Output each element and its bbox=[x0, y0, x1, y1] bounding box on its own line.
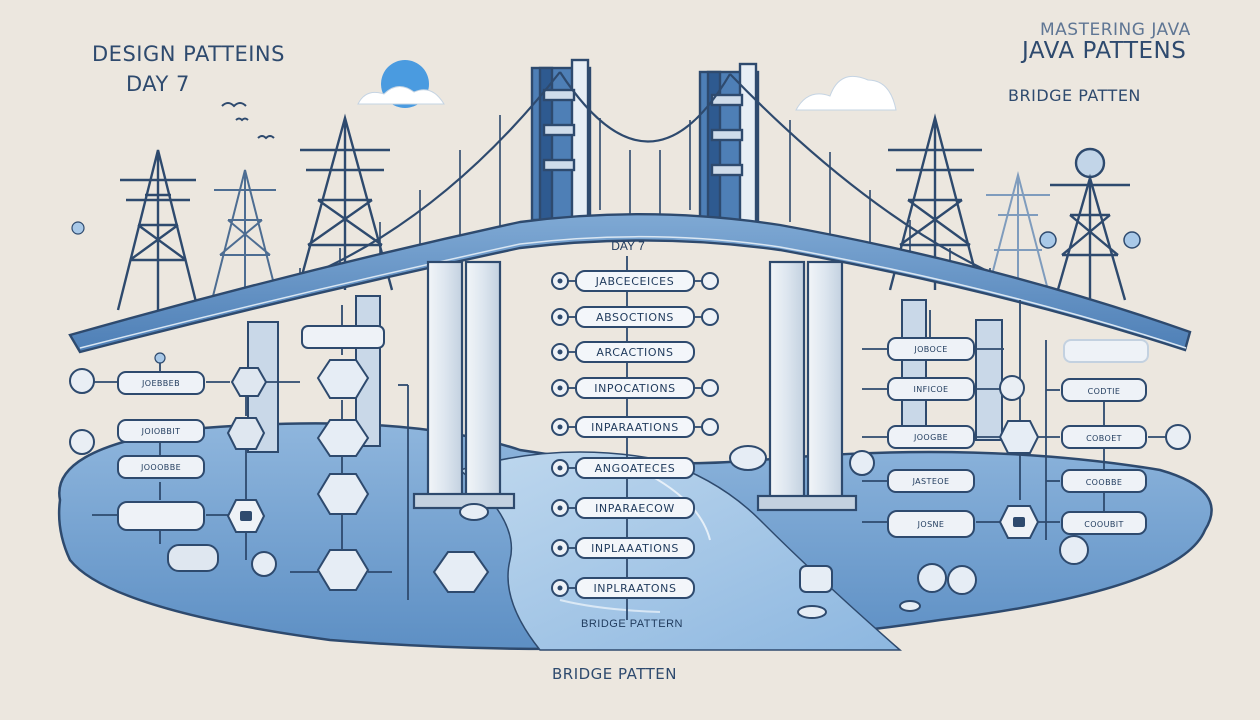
center-list-label: ARCACTIONS bbox=[596, 346, 673, 359]
right-mid-box-2: INFICOE bbox=[913, 385, 948, 394]
center-list-item: INPARAATIONS bbox=[551, 416, 719, 438]
center-list-item: INPLAAATIONS bbox=[551, 537, 695, 559]
center-list-item: ANGOATECES bbox=[551, 457, 695, 479]
rocks-and-trees bbox=[459, 445, 977, 619]
center-list-item: JABCECEICES bbox=[551, 270, 719, 292]
pylon-left-1 bbox=[116, 149, 200, 311]
bridge-pier-left bbox=[412, 260, 516, 510]
pylon-right-3 bbox=[1050, 147, 1130, 301]
right-mid-box-4: JASTEOE bbox=[912, 477, 950, 486]
center-list-pill bbox=[575, 457, 695, 479]
title-java-pattens: JAVA PATTENS bbox=[1022, 38, 1187, 64]
title-mastering: MASTERING JAVA bbox=[1040, 20, 1191, 40]
right-flow-diagram: JOBOCE INFICOE JOOGBE JASTEOE JOSNE CODT… bbox=[849, 300, 1191, 565]
cloud-right bbox=[795, 76, 897, 111]
right-far-box-5: COOUBIT bbox=[1084, 520, 1124, 529]
right-mid-box-3: JOOGBE bbox=[913, 433, 948, 442]
center-list-pill bbox=[575, 537, 695, 559]
subtitle-bridge-patten: BRIDGE PATTEN bbox=[1008, 86, 1141, 105]
pylon-right-1 bbox=[888, 113, 982, 291]
bridge-pier-right bbox=[756, 260, 858, 512]
title-design-patterns: DESIGN PATTEINS bbox=[92, 42, 285, 66]
left-flow-diagram: JOEBBEB JOIOBBIT JOOOBBE bbox=[69, 305, 490, 600]
right-mid-box-5: JOSNE bbox=[917, 520, 945, 529]
left-box-2: JOIOBBIT bbox=[141, 427, 181, 436]
connector-dot bbox=[701, 418, 719, 436]
connector-dot bbox=[701, 272, 719, 290]
center-list-label: ANGOATECES bbox=[595, 462, 676, 475]
center-list-label: JABCECEICES bbox=[595, 275, 675, 288]
right-mid-box-1: JOBOCE bbox=[913, 345, 947, 354]
center-list-item: INPARAECOW bbox=[551, 497, 695, 519]
left-box-1: JOEBBEB bbox=[141, 379, 180, 388]
center-list-item: ARCACTIONS bbox=[551, 341, 695, 363]
connector-dot bbox=[701, 379, 719, 397]
right-far-box-3: COBOET bbox=[1086, 434, 1122, 443]
center-list-label: ABSOCTIONS bbox=[596, 311, 674, 324]
center-list-pill bbox=[575, 341, 695, 363]
right-far-box-4: COOBBE bbox=[1086, 478, 1123, 487]
center-list-label: INPARAATIONS bbox=[591, 421, 679, 434]
center-list-label: INPLAAATIONS bbox=[591, 542, 679, 555]
center-day-label: DAY 7 bbox=[611, 239, 645, 253]
center-list-label: INPLRAATONS bbox=[593, 582, 676, 595]
center-list-pill bbox=[575, 497, 695, 519]
center-list-item: INPOCATIONS bbox=[551, 377, 719, 399]
birds-icon bbox=[221, 102, 275, 140]
center-bridge-pattern-label: BRIDGE PATTERN bbox=[581, 618, 683, 630]
center-flow-list: JABCECEICES ABSOCTIONS ARCACTIONS INPOCATIO… bbox=[551, 239, 719, 630]
footer-bridge-patten: BRIDGE PATTEN bbox=[552, 665, 677, 683]
sun-cloud-left bbox=[357, 60, 445, 108]
center-list-label: INPOCATIONS bbox=[594, 382, 676, 395]
title-day: DAY 7 bbox=[126, 72, 190, 96]
center-list-label: INPARAECOW bbox=[595, 502, 675, 515]
pylon-left-3 bbox=[296, 113, 394, 291]
pylon-right-2 bbox=[986, 171, 1050, 291]
center-list-item: INPLRAATONS bbox=[551, 577, 695, 599]
bridge-tower-right bbox=[698, 62, 760, 224]
bridge-deck bbox=[68, 212, 1192, 354]
bridge-tower-left bbox=[530, 58, 592, 222]
center-list-item: ABSOCTIONS bbox=[551, 306, 719, 328]
pylon-left-2 bbox=[211, 169, 279, 301]
left-box-3: JOOOBBE bbox=[140, 463, 181, 472]
connector-dot bbox=[701, 308, 719, 326]
center-list-pill bbox=[575, 577, 695, 599]
right-far-box-2: CODTIE bbox=[1088, 387, 1121, 396]
